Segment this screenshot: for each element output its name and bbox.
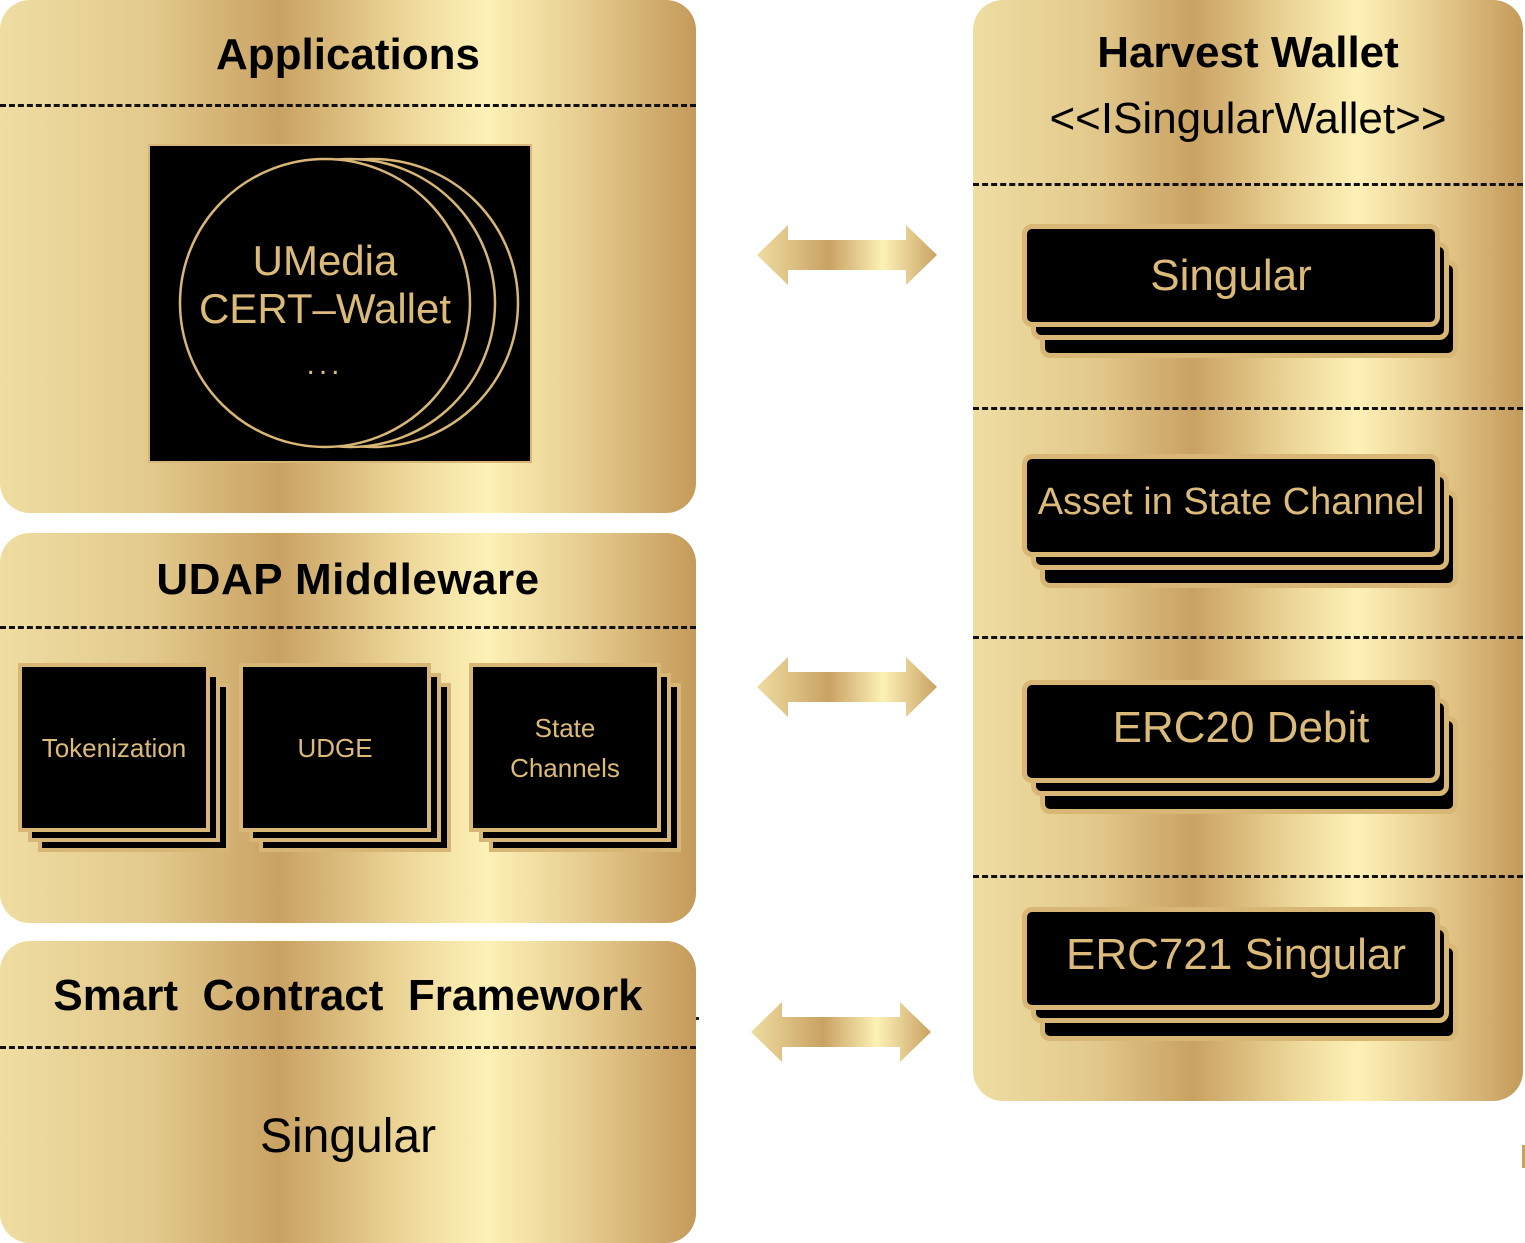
section-divider <box>0 1046 696 1049</box>
component-label: ERC721 Singular <box>1066 930 1406 979</box>
applications-box: UMedia CERT–Wallet ... <box>150 146 530 461</box>
module-label: UDGE <box>297 732 373 763</box>
section-divider <box>973 875 1523 878</box>
wallet-interface: <<ISingularWallet>> <box>1049 94 1447 143</box>
smart-contract-title: Smart Contract Framework <box>53 971 643 1020</box>
wallet-component-singular: Singular <box>1022 224 1462 364</box>
section-divider <box>973 407 1523 410</box>
bidirectional-arrow-icon <box>757 225 937 285</box>
module-state-channels: State Channels <box>469 663 681 852</box>
applications-title: Applications <box>215 30 481 79</box>
applications-panel: Applications UMedia CERT–Wallet ... <box>0 0 696 513</box>
stacked-coins-icon <box>178 157 520 449</box>
smart-contract-panel: Smart Contract Framework Singular <box>0 941 696 1243</box>
section-divider <box>973 183 1523 186</box>
bidirectional-arrow-icon <box>751 1002 931 1062</box>
wallet-component-erc20-debit: ERC20 Debit <box>1022 680 1462 820</box>
section-divider <box>973 636 1523 639</box>
bidirectional-arrow-icon <box>757 657 937 717</box>
app-item-umedia: UMedia <box>252 237 398 284</box>
module-udge: UDGE <box>239 663 451 852</box>
stray-mark <box>1522 1145 1525 1168</box>
section-divider <box>0 626 696 629</box>
coin-front <box>178 157 472 449</box>
app-item-cert-wallet: CERT–Wallet <box>198 285 452 332</box>
app-item-more: ... <box>306 348 344 381</box>
component-label: ERC20 Debit <box>1112 703 1370 752</box>
wallet-title: Harvest Wallet <box>1097 28 1399 77</box>
module-tokenization: Tokenization <box>18 663 230 852</box>
component-label: Singular <box>1150 250 1312 300</box>
module-label: Tokenization <box>41 732 187 763</box>
wallet-component-asset-in-state-channel: Asset in State Channel <box>1022 454 1462 594</box>
smart-contract-content: Singular <box>259 1110 437 1163</box>
wallet-component-erc721-singular: ERC721 Singular <box>1022 907 1462 1047</box>
stray-mark <box>696 1017 699 1020</box>
middleware-panel: UDAP Middleware Tokenization UDGE State … <box>0 533 696 923</box>
component-label: Asset in State Channel <box>1037 481 1425 523</box>
module-label: State Channels <box>510 712 620 783</box>
middleware-title: UDAP Middleware <box>156 555 540 604</box>
section-divider <box>0 104 696 107</box>
